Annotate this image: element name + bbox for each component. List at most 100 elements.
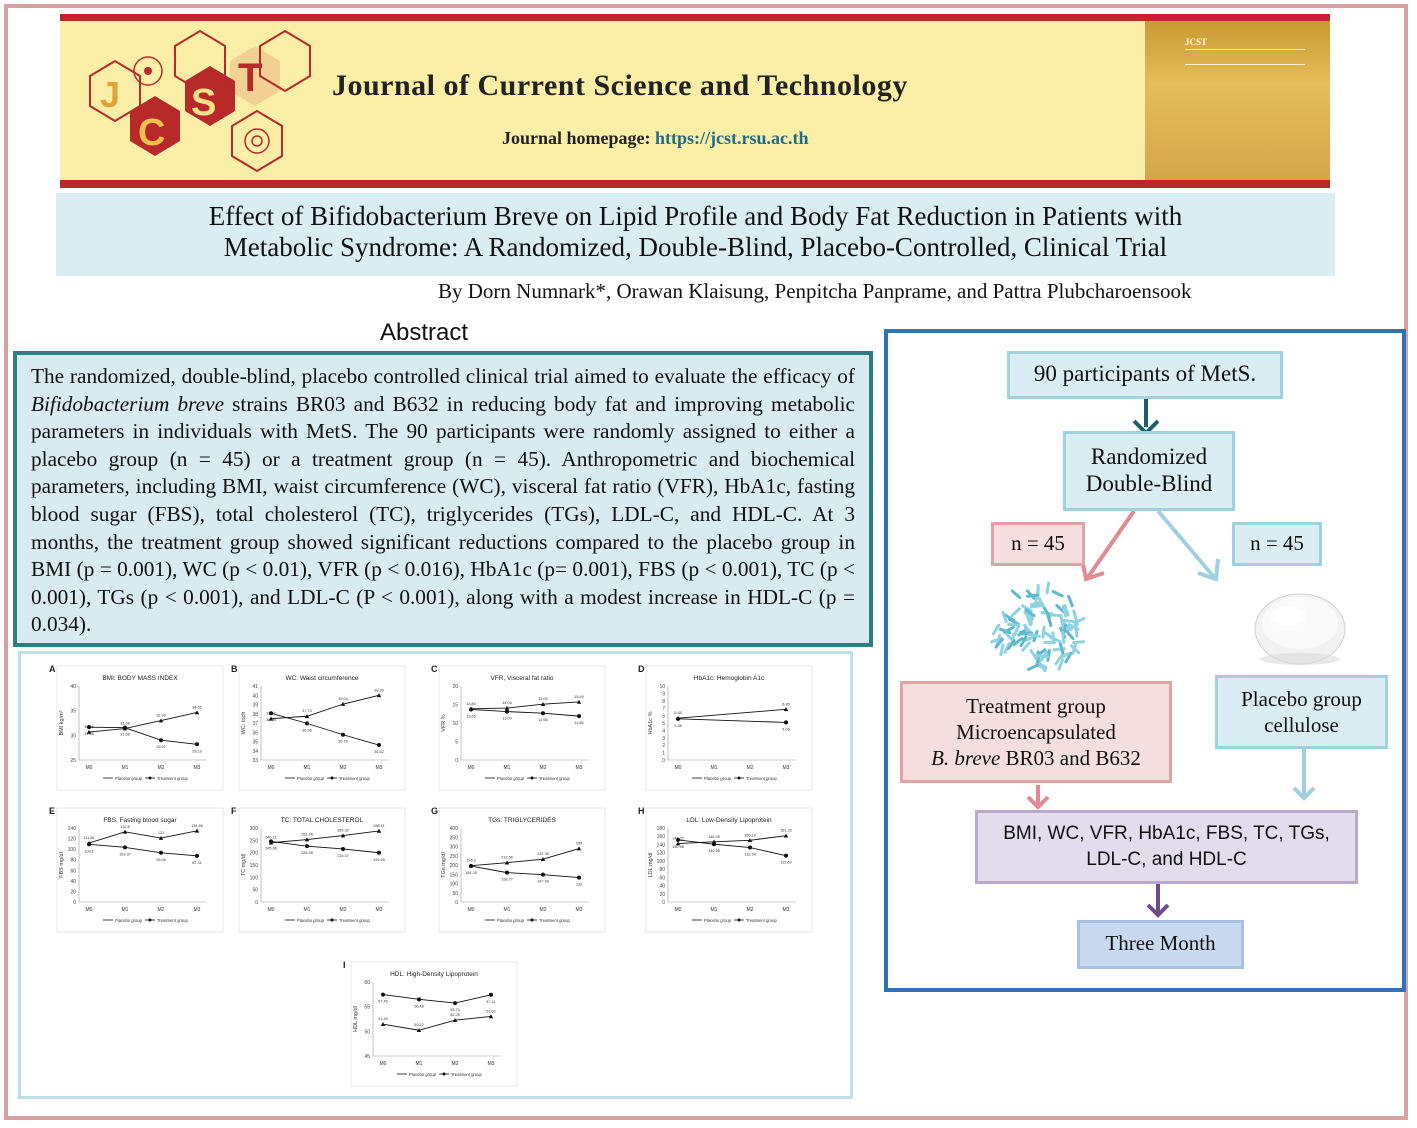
data-point-placebo: [194, 710, 200, 715]
data-label: 29.01: [156, 745, 166, 749]
poster-frame: [4, 4, 1408, 1120]
data-label: 36.96: [302, 728, 312, 732]
y-tick-label: 39: [252, 703, 258, 709]
bacterium-rod: [1007, 622, 1021, 627]
data-label: 215.07: [337, 854, 349, 858]
data-point-treatment: [377, 850, 381, 855]
y-axis-label-E: FBS mg/dl: [59, 852, 65, 878]
panel-frame: [438, 807, 606, 933]
data-point-placebo: [576, 699, 582, 704]
series-line-treatment: [382, 994, 492, 1004]
bacterium-rod: [1058, 652, 1071, 660]
data-point-placebo: [747, 838, 753, 843]
y-tick-label: 50: [364, 1029, 370, 1035]
chart-title-D: HbA1c: Hemoglobin A1c: [694, 675, 765, 682]
abstract-heading: Abstract: [380, 319, 469, 346]
data-label: 51.45: [378, 1017, 388, 1021]
data-label: 112.69: [780, 861, 791, 865]
y-tick-label: 10: [452, 721, 458, 727]
x-tick-label: M1: [304, 907, 311, 913]
cover-rule: [1185, 49, 1305, 65]
homepage-label: Journal homepage:: [502, 128, 651, 148]
bacterium-rod: [1051, 589, 1064, 598]
x-tick-label: M3: [783, 907, 790, 913]
x-tick-label: M2: [158, 907, 165, 913]
data-label: 15.69: [574, 695, 584, 699]
data-label: 252.96: [301, 833, 313, 837]
y-tick-label: 120: [68, 837, 77, 843]
legend-placebo: Placebo group: [704, 776, 732, 781]
data-point-placebo: [158, 718, 164, 723]
bacterium-rod: [1055, 604, 1066, 614]
series-line-placebo: [470, 701, 580, 710]
bacterium-rod: [991, 623, 1001, 636]
title-line-1: Effect of Bifidobacterium Breve on Lipid…: [208, 201, 1183, 231]
legend-treatment: Treatment group: [539, 918, 570, 923]
x-tick-label: M1: [504, 765, 511, 771]
legend-treatment: Treatment group: [157, 776, 188, 781]
y-tick-label: 60: [364, 980, 370, 986]
data-point-treatment: [195, 742, 199, 747]
y-tick-label: 60: [659, 875, 665, 881]
chart-title-H: LDL: Low-Density Lipoprotein: [686, 817, 772, 824]
x-tick-label: M2: [158, 765, 165, 771]
y-tick-label: 20: [452, 684, 458, 690]
bacterium-rod: [1010, 607, 1021, 618]
data-label: 245.66: [265, 846, 277, 850]
y-axis-label-B: WC: Inch: [241, 712, 247, 735]
data-label: 196.3: [466, 859, 476, 863]
paper-title-box: Effect of Bifidobacterium Breve on Lipid…: [56, 193, 1335, 276]
data-point-placebo: [675, 841, 681, 846]
data-point-treatment: [305, 721, 309, 726]
journal-homepage: Journal homepage: https://jcst.rsu.ac.th: [502, 128, 809, 149]
outcomes-box: BMI, WC, VFR, HbA1c, FBS, TC, TGs, LDL-C…: [975, 810, 1358, 884]
y-tick-label: 0: [73, 900, 76, 906]
x-tick-label: M1: [504, 907, 511, 913]
data-label: 147.69: [537, 880, 549, 884]
bacterium-rod: [1046, 614, 1053, 627]
treatment-group-box: Treatment group Microencapsulated B. bre…: [900, 681, 1172, 783]
homepage-link[interactable]: https://jcst.rsu.ac.th: [655, 128, 809, 148]
data-label: 31.56: [120, 733, 130, 737]
data-point-placebo: [194, 828, 200, 833]
x-tick-label: M1: [304, 765, 311, 771]
legend-treatment: Treatment group: [451, 1072, 482, 1077]
data-point-treatment: [676, 716, 680, 721]
chart-title-G: TGs: TRIGLYCERIDES: [488, 817, 556, 824]
bacterium-rod: [1001, 610, 1008, 624]
y-tick-label: 0: [662, 758, 665, 764]
y-tick-label: 4: [662, 728, 665, 734]
abstract-text: The randomized, double-blind, placebo co…: [31, 364, 855, 637]
data-label: 150.16: [744, 833, 756, 837]
bacterium-rod: [1069, 644, 1081, 655]
journal-cover-thumbnail: JCST: [1145, 21, 1330, 180]
legend-marker-treatment: [530, 918, 534, 922]
cover-abbrev: JCST: [1185, 37, 1208, 47]
legend-marker-treatment: [737, 776, 741, 780]
y-tick-label: 40: [70, 684, 76, 690]
bacteria-image: [990, 581, 1086, 673]
data-label: 57.45: [378, 1000, 388, 1004]
data-point-treatment: [381, 992, 385, 997]
study-flow-diagram: 90 participants of MetS. Randomized Doub…: [884, 329, 1406, 992]
legend-marker-treatment: [148, 776, 152, 780]
bacterium-rod: [1029, 649, 1038, 661]
data-label: 32.99: [156, 714, 166, 718]
y-tick-label: 120: [657, 851, 666, 857]
chart-title-I: HDL: High-Density Lipoprotein: [390, 971, 478, 978]
data-label: 132: [576, 883, 582, 887]
data-label: 34.65: [192, 705, 202, 709]
data-label: 14.05: [502, 701, 512, 705]
placebo-group-box: Placebo group cellulose: [1215, 675, 1388, 749]
y-tick-label: 0: [455, 900, 458, 906]
y-tick-label: 100: [450, 882, 459, 888]
legend-marker-treatment: [737, 918, 741, 922]
y-tick-label: 7: [662, 706, 665, 712]
n-placebo-box: n = 45: [1232, 522, 1322, 566]
panel-frame: [350, 961, 518, 1087]
legend-treatment: Treatment group: [339, 776, 370, 781]
x-tick-label: M0: [86, 765, 93, 771]
bacterium-rod: [1025, 613, 1032, 627]
data-point-treatment: [159, 738, 163, 743]
